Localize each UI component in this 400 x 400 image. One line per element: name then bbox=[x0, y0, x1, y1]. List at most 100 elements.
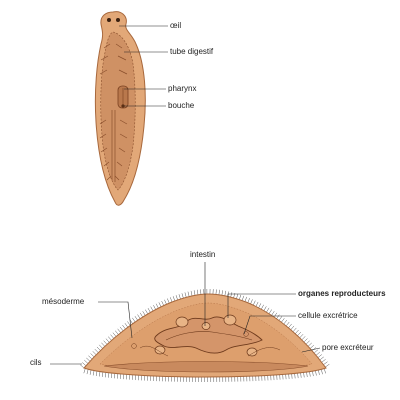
cilium bbox=[164, 299, 167, 305]
cilium bbox=[142, 311, 146, 316]
cilium bbox=[236, 293, 239, 299]
cilium bbox=[309, 371, 311, 377]
cilium bbox=[285, 321, 290, 327]
cilium bbox=[271, 311, 275, 316]
cilium bbox=[318, 369, 320, 375]
cilium bbox=[161, 300, 164, 306]
cilium bbox=[110, 334, 114, 339]
cilium bbox=[250, 299, 253, 305]
cilium bbox=[312, 371, 314, 377]
section-leader-lines bbox=[50, 262, 321, 365]
cilium bbox=[89, 369, 92, 375]
cilium bbox=[300, 372, 302, 378]
cilium bbox=[139, 312, 143, 318]
cilium bbox=[86, 357, 91, 362]
cilium bbox=[127, 321, 131, 326]
mouth-opening bbox=[121, 104, 125, 108]
label-mesoderme: mésoderme bbox=[42, 297, 85, 306]
cilium bbox=[129, 319, 133, 324]
cilium bbox=[263, 306, 267, 311]
cilium bbox=[101, 342, 106, 347]
label-cellule-excretrice: cellule excrétrice bbox=[298, 311, 358, 320]
cilium bbox=[321, 369, 323, 375]
cilium bbox=[261, 304, 264, 310]
cilium bbox=[323, 368, 326, 374]
cilium bbox=[181, 293, 184, 299]
cilium bbox=[92, 351, 97, 355]
cross-section-view bbox=[50, 262, 330, 383]
label-intestin: intestin bbox=[190, 250, 216, 259]
cilium bbox=[315, 351, 321, 356]
label-bouche: bouche bbox=[168, 101, 195, 110]
cilium bbox=[190, 290, 193, 296]
cilium bbox=[313, 349, 319, 354]
label-cils: cils bbox=[30, 358, 42, 367]
excretory-canals bbox=[131, 331, 281, 357]
label-pharynx: pharynx bbox=[168, 84, 197, 93]
cilium bbox=[297, 331, 302, 336]
cilium bbox=[88, 355, 93, 360]
label-pore-excreteur: pore excréteur bbox=[322, 343, 374, 352]
cilium bbox=[244, 296, 247, 302]
cilium bbox=[266, 307, 270, 313]
cilium bbox=[299, 334, 304, 338]
cilium bbox=[315, 370, 317, 376]
cilium bbox=[218, 289, 220, 295]
cilium bbox=[167, 298, 170, 304]
top-leader-lines bbox=[119, 25, 168, 107]
cilium bbox=[80, 364, 85, 369]
label-tube-digestif: tube digestif bbox=[170, 47, 214, 56]
cilium bbox=[108, 372, 110, 378]
cilium bbox=[221, 290, 223, 296]
cilium bbox=[83, 368, 86, 374]
cilium bbox=[158, 302, 162, 307]
cilium bbox=[155, 303, 159, 309]
cilium bbox=[117, 328, 121, 333]
ventral-band bbox=[103, 361, 309, 373]
cilium bbox=[297, 373, 299, 379]
cilium bbox=[145, 309, 149, 315]
gut-branches bbox=[99, 43, 128, 182]
cilium bbox=[95, 371, 98, 377]
cilium bbox=[170, 297, 173, 303]
cilium bbox=[114, 373, 116, 379]
cilium bbox=[253, 300, 256, 306]
reproductive-organs bbox=[154, 314, 258, 357]
cilium bbox=[92, 370, 95, 376]
cilium bbox=[301, 336, 306, 341]
cilium bbox=[112, 332, 117, 337]
cilium bbox=[325, 363, 330, 368]
cilium bbox=[137, 314, 141, 319]
cilium bbox=[184, 292, 187, 298]
cilium bbox=[86, 369, 89, 375]
cilium bbox=[281, 318, 285, 323]
cilium bbox=[215, 289, 217, 295]
cilium bbox=[321, 359, 326, 363]
cilium bbox=[119, 326, 124, 332]
cilium bbox=[258, 303, 262, 308]
cilium bbox=[230, 292, 233, 298]
cilium bbox=[239, 294, 242, 300]
cilium bbox=[273, 312, 278, 318]
cilium bbox=[172, 296, 176, 302]
cilium bbox=[115, 330, 119, 335]
cilium bbox=[105, 338, 110, 343]
cilium bbox=[111, 373, 113, 379]
cilium bbox=[303, 372, 305, 378]
cilium bbox=[241, 295, 245, 301]
cilium bbox=[323, 361, 328, 365]
cilium bbox=[132, 317, 136, 323]
cilium bbox=[278, 316, 283, 321]
cilium bbox=[122, 324, 126, 330]
cilium bbox=[224, 290, 227, 296]
flatworm-gut bbox=[100, 31, 136, 191]
cilium bbox=[150, 306, 154, 312]
eye-left bbox=[107, 18, 111, 22]
cilium bbox=[193, 290, 196, 296]
flatworm-dorsal-view bbox=[94, 11, 168, 206]
cilium bbox=[134, 316, 138, 321]
cilium bbox=[255, 301, 259, 307]
cilia-fringe bbox=[80, 289, 330, 383]
cilium bbox=[90, 353, 95, 358]
